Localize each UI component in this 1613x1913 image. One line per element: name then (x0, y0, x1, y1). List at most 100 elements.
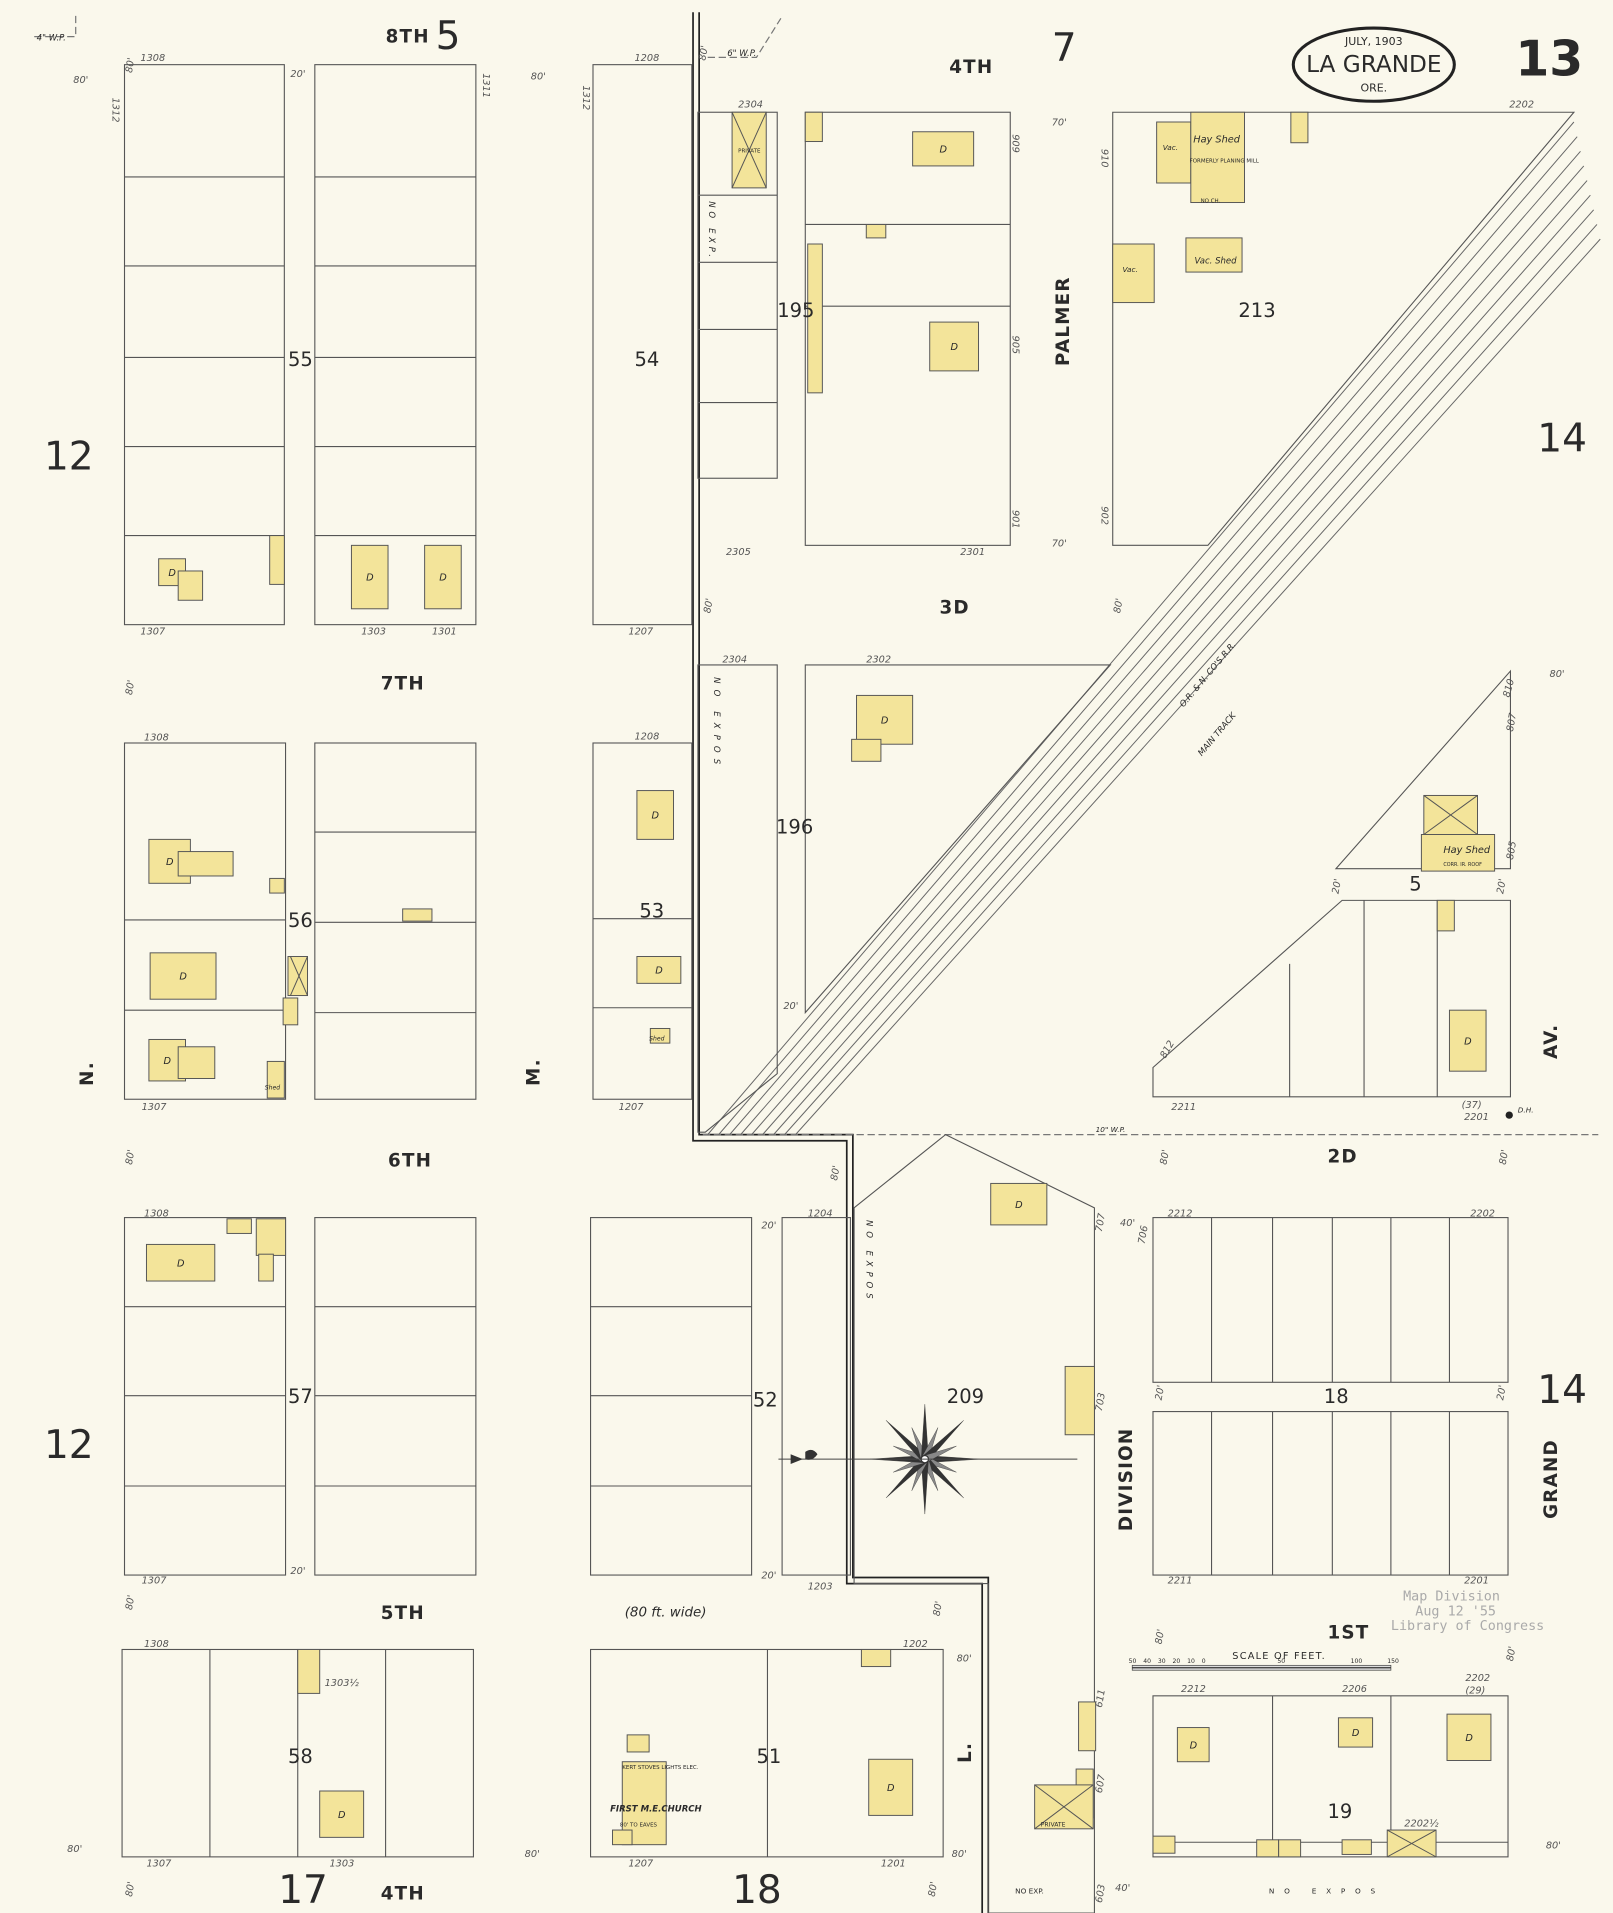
building-footprint (297, 1648, 321, 1694)
address-number: 807 (1505, 712, 1519, 733)
water-pipe-label: 6" W.P. (727, 49, 756, 59)
block-number: 5 (1409, 873, 1421, 896)
hydrant-icon (1505, 1111, 1513, 1119)
water-pipe-label: 10" W.P. (1096, 1125, 1126, 1134)
dwelling-label: D (179, 972, 187, 983)
address-number: 2305 (726, 547, 751, 558)
city-lot (1152, 1695, 1509, 1858)
scale-label: SCALE OF FEET. (1232, 1651, 1326, 1662)
address-number: 2301 (960, 547, 985, 558)
dimension-label: 80' (1549, 669, 1564, 680)
no-exposure-note: NO EXPOS (863, 1220, 873, 1303)
adjacent-sheet-link[interactable]: 18 (732, 1868, 782, 1913)
dwelling-label: D (1464, 1036, 1472, 1047)
title-city: LA GRANDE (1306, 51, 1441, 78)
scale-tick-label: 0 (1202, 1658, 1206, 1665)
address-number: 1301 (432, 626, 457, 637)
address-number: 611 (1094, 1688, 1108, 1708)
address-number: 902 (1099, 506, 1110, 525)
address-number: 2211 (1171, 1102, 1196, 1113)
private-label: PRIVATE (1041, 1821, 1066, 1828)
address-number: 703 (1094, 1392, 1108, 1412)
dimension-label: 40' (1115, 1883, 1130, 1894)
city-lot (314, 1217, 477, 1576)
dimension-label: 80' (927, 1881, 940, 1898)
dimension-label: 80' (124, 57, 137, 74)
adjacent-sheet-link[interactable]: 14 (1537, 416, 1587, 461)
street-1st: 1ST (1327, 1622, 1369, 1643)
address-number: 1303 (361, 626, 386, 637)
adjacent-sheet-link[interactable]: 12 (44, 435, 94, 480)
block-number: 52 (753, 1389, 778, 1412)
city-lot (592, 64, 693, 626)
dimension-label: 80' (1505, 1645, 1518, 1662)
adjacent-sheet-link[interactable]: 7 (1052, 26, 1077, 71)
vac-label: Vac. (1163, 143, 1178, 152)
address-number: 1307 (142, 1576, 168, 1587)
dimension-label: 80' (702, 597, 715, 614)
city-lot (123, 742, 287, 1100)
adjacent-sheet-link[interactable]: 5 (436, 14, 461, 59)
dwelling-label: D (338, 1810, 346, 1821)
adjacent-sheet-refs: 5 7 12 12 14 14 17 18 (44, 14, 1587, 1913)
address-number: 909 (1010, 134, 1021, 153)
railroad-track-line (795, 238, 1601, 1135)
dwelling-label: D (950, 342, 958, 353)
address-number: 901 (1010, 510, 1021, 529)
shed-label: Shed (649, 1036, 664, 1043)
street-n: N. (77, 1061, 98, 1086)
scale-tick-label: 50 (1277, 1658, 1285, 1665)
dimension-label: 80' (124, 1149, 137, 1166)
building-footprint (424, 544, 462, 610)
address-number: 1207 (619, 1102, 645, 1113)
building-footprint (1176, 1727, 1210, 1763)
dwelling-label: D (1465, 1733, 1473, 1744)
address-number: 905 (1010, 336, 1021, 355)
address-number: (29) (1465, 1685, 1485, 1696)
city-lot (123, 1217, 287, 1576)
dwelling-label: D (168, 568, 176, 579)
dimension-label: 20' (761, 1571, 776, 1582)
railroad-track-line (729, 150, 1581, 1135)
address-number: 2212 (1168, 1208, 1193, 1219)
block-number: 53 (639, 899, 664, 922)
block-number: 213 (1238, 299, 1275, 322)
dimension-label: 70' (1052, 118, 1067, 129)
building-footprint (1064, 1365, 1095, 1436)
address-number: 1308 (144, 733, 169, 744)
railroad-track-line (773, 209, 1595, 1135)
railroad-track-line (707, 121, 1575, 1135)
building-footprint (402, 908, 433, 922)
building-footprint (258, 1253, 274, 1282)
address-number: 1208 (634, 53, 659, 64)
address-number: 2302 (866, 654, 891, 665)
address-number: 1308 (140, 53, 165, 64)
dimension-label: 20' (1495, 878, 1508, 895)
address-number: 1312 (109, 98, 120, 123)
building-footprint (1341, 1839, 1372, 1855)
street-4th-bottom: 4TH (381, 1884, 425, 1905)
street-width-note: (80 ft. wide) (625, 1606, 707, 1621)
adjacent-sheet-link[interactable]: 17 (278, 1868, 328, 1913)
adjacent-sheet-link[interactable]: 14 (1537, 1368, 1587, 1413)
dwelling-label: D (1015, 1200, 1023, 1211)
building-footprint (269, 535, 285, 585)
vac-shed-label: Vac. Shed (1194, 257, 1237, 267)
building-footprint (1278, 1839, 1302, 1858)
address-number: 2304 (722, 654, 747, 665)
address-number: 1208 (634, 731, 659, 742)
private-label: PRIVATE (738, 149, 761, 155)
building-footprint (149, 952, 217, 1000)
address-number: 1307 (140, 626, 166, 637)
block-number: 56 (288, 909, 313, 932)
block-number: 209 (947, 1385, 984, 1408)
dwelling-label: D (439, 573, 447, 584)
railroad-track-line (740, 165, 1585, 1135)
adjacent-sheet-link[interactable]: 12 (44, 1423, 94, 1468)
address-number: 1202 (903, 1639, 928, 1650)
street-l: L. (955, 1742, 976, 1763)
building-footprint (807, 243, 823, 394)
address-number: 2201 (1464, 1576, 1489, 1587)
street-palmer: PALMER (1053, 276, 1074, 366)
scale-tick-label: 150 (1387, 1658, 1399, 1665)
